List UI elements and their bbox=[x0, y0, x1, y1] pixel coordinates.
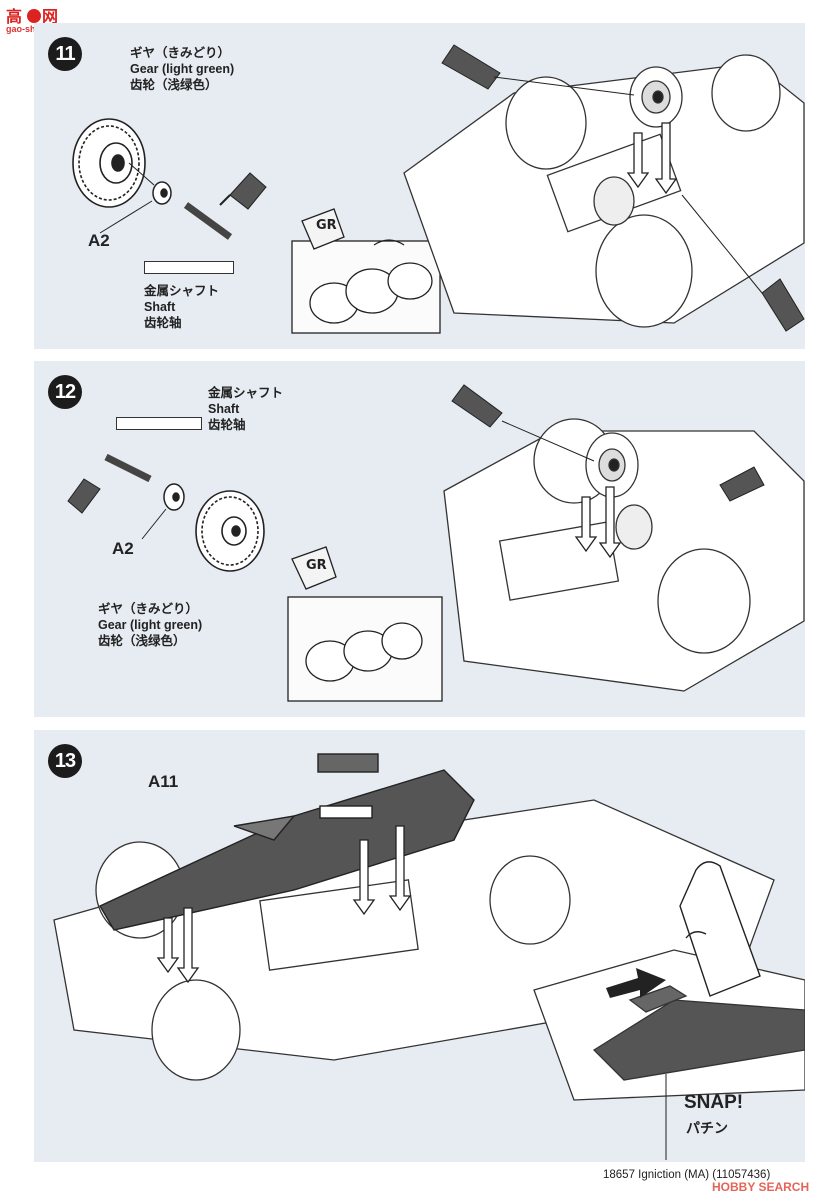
step-13-inset-detail bbox=[533, 949, 805, 1101]
svg-text:GR: GR bbox=[316, 218, 337, 233]
gear-icon bbox=[195, 490, 265, 572]
step-11-shaft-outline bbox=[144, 261, 234, 274]
step-11-panel: 11 ギヤ（きみどり） Gear (light green) 齿轮（浅绿色） A… bbox=[34, 23, 805, 349]
step-11-part-label: A2 bbox=[88, 231, 110, 250]
grease-tube-icon bbox=[219, 172, 267, 210]
snap-label: SNAP! bbox=[684, 1092, 744, 1113]
push-arrow-icon bbox=[606, 968, 666, 998]
step-11-gear-label: ギヤ（きみどり） Gear (light green) 齿轮（浅绿色） bbox=[130, 46, 235, 92]
snap-jp-label: パチン bbox=[686, 1120, 728, 1136]
step-11-illustration: GR bbox=[72, 44, 805, 334]
step-12-gear-label: ギヤ（きみどり） Gear (light green) 齿轮（浅绿色） bbox=[98, 602, 203, 648]
step-12-chassis-illustration bbox=[443, 418, 805, 692]
step-12-shaft-outline bbox=[116, 417, 202, 430]
grease-tube-icon bbox=[67, 478, 101, 514]
grease-tube-icon bbox=[441, 44, 805, 332]
gear-icon bbox=[72, 118, 146, 208]
step-11-shaft-label: 金属シャフト Shaft 齿轮轴 bbox=[144, 284, 220, 330]
insert-arrow-icon bbox=[626, 122, 678, 195]
step-13-panel: 13 A11 bbox=[34, 730, 805, 1162]
svg-text:网: 网 bbox=[42, 7, 58, 26]
grease-tube-icon bbox=[451, 384, 765, 502]
page-footer: 18657 Igniction (MA) (11057436) bbox=[603, 1169, 771, 1181]
watermark-bottom: HOBBY SEARCH bbox=[712, 1180, 810, 1194]
step-13-part-label: A11 bbox=[148, 772, 179, 791]
svg-text:GR: GR bbox=[306, 558, 327, 573]
step-12-number: 12 bbox=[48, 375, 82, 409]
shaft-icon bbox=[183, 202, 233, 240]
watermark-logo-text: 高 bbox=[6, 7, 22, 26]
shaft-icon bbox=[104, 453, 152, 483]
watermark-logo-icon: 高 网 bbox=[6, 7, 58, 26]
step-12-illustration: GR bbox=[67, 384, 805, 702]
step-12-inset-detail: GR bbox=[287, 546, 443, 702]
step-11-number: 11 bbox=[48, 37, 82, 71]
spacer-icon bbox=[163, 483, 185, 511]
step-12-part-label: A2 bbox=[112, 539, 134, 558]
step-11-chassis-illustration bbox=[403, 54, 805, 328]
step-13-number: 13 bbox=[48, 744, 82, 778]
insert-arrow-icon bbox=[574, 486, 622, 559]
down-arrow-icon bbox=[156, 825, 412, 984]
finger-icon bbox=[679, 861, 761, 997]
spacer-icon bbox=[152, 181, 172, 205]
a11-cover-part bbox=[99, 753, 475, 931]
step-13-illustration bbox=[53, 753, 805, 1160]
step-12-shaft-label: 金属シャフト Shaft 齿轮轴 bbox=[208, 386, 284, 432]
step-11-inset-detail: GR bbox=[291, 208, 441, 334]
watermark-logo-mark bbox=[27, 9, 41, 23]
step-12-panel: 12 金属シャフト Shaft 齿轮轴 A2 ギヤ（きみどり） Gear (li… bbox=[34, 361, 805, 717]
